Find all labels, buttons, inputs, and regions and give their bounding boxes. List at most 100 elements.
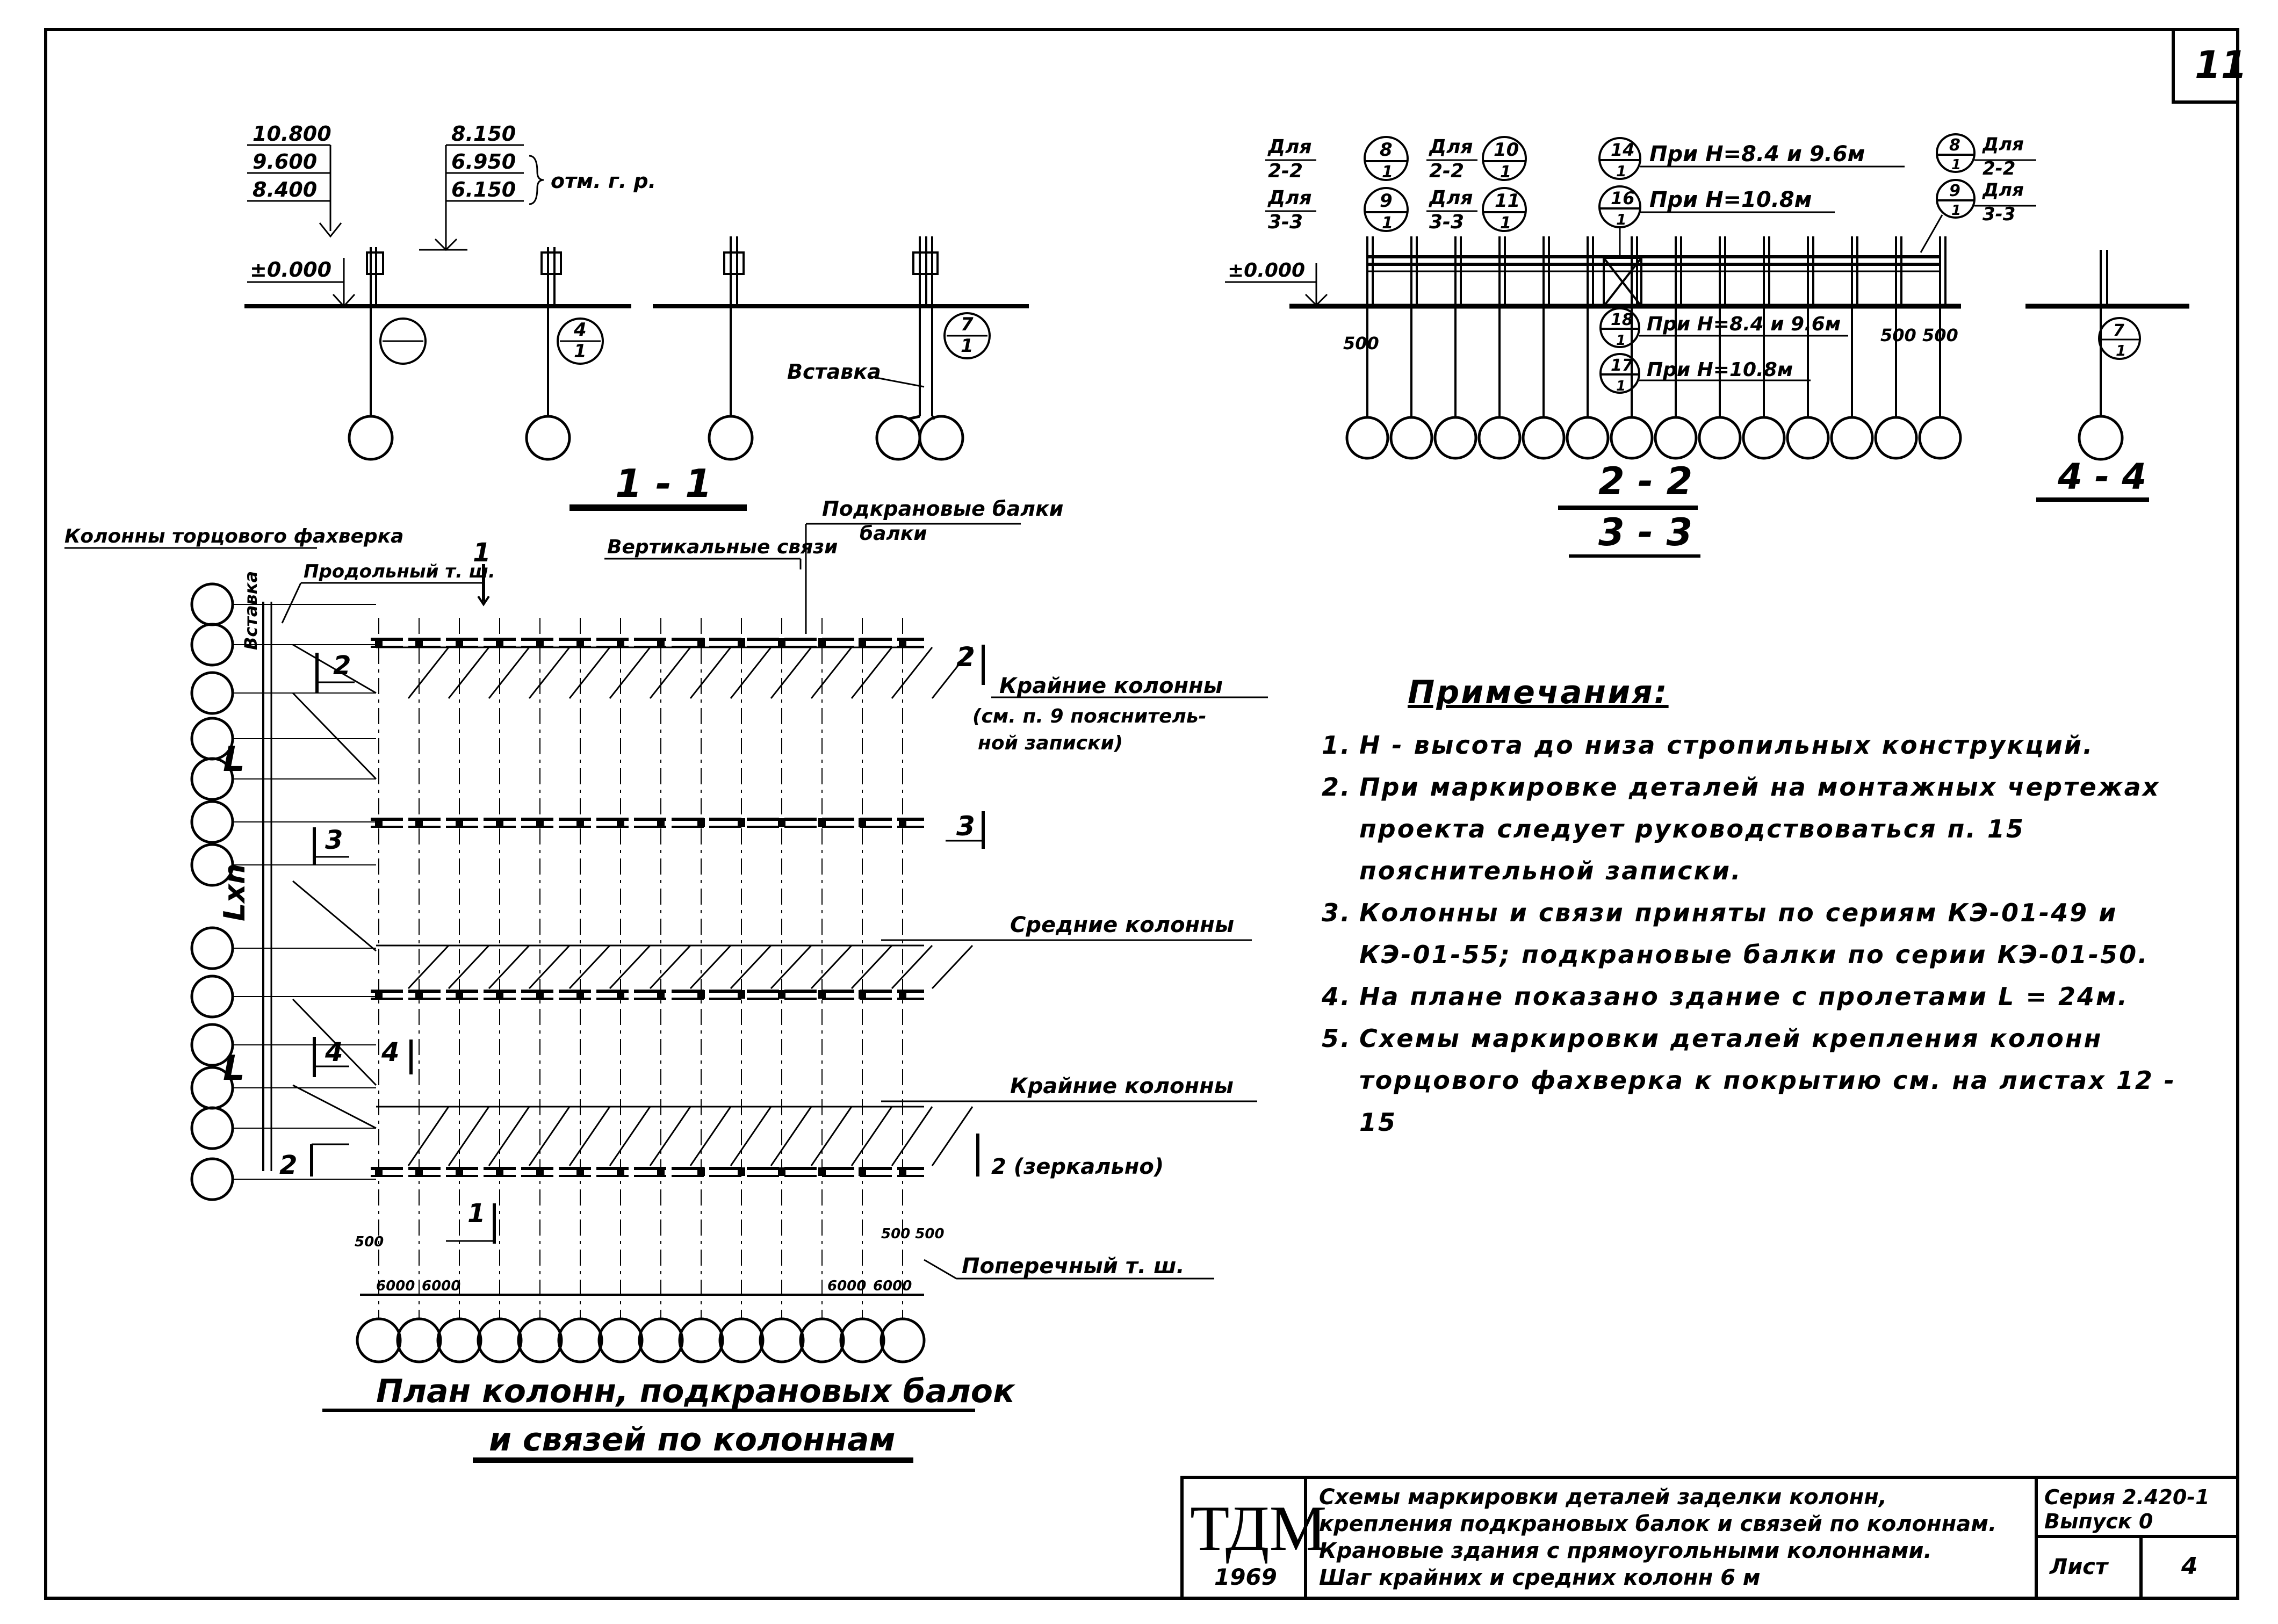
plan-left-axis-circle [190,1106,234,1150]
callout-16-bottom: 1 [1616,211,1626,228]
for-label-3: Для [1267,187,1312,209]
dim-500-left-s22: 500 [1343,333,1379,353]
plan-dim-500-left: 500 [355,1234,384,1250]
title-desc-3: Крановые здания с прямоугольными колонна… [1319,1539,1932,1563]
s22-axis-circle [1918,416,1962,460]
rbubble-8-label1: Для [1982,134,2024,155]
brace-diagonal [649,647,691,699]
plan-title-1: План колонн, подкрановых балок [376,1373,1015,1410]
bubble-4-4-bottom: 1 [2116,342,2126,359]
brace-diagonal [407,944,450,990]
plan-label-extreme-2: Крайние колонны [1010,1074,1234,1099]
note-3: 3.Колонны и связи приняты по сериям КЭ-0… [1311,892,2181,976]
s22-axis-circle [1566,416,1610,460]
brace-diagonal [407,1106,450,1166]
plan-axis-circle [557,1317,603,1363]
fachwerk-diagonal [292,998,377,1086]
note-2-num: 2. [1322,773,1352,802]
plan-sec-mark-1: 1 [473,538,491,568]
title-desc-1: Схемы маркировки деталей заделки колонн, [1319,1485,1887,1510]
zero-level-1: ±0.000 [250,258,331,282]
brace-diagonal [891,944,933,990]
title-block [1180,1476,2239,1600]
note-5-num: 5. [1322,1024,1352,1053]
plan-left-axis-circle [190,800,234,844]
bubble-1-1-b: 4 1 [557,317,604,365]
plan-sec-mark-left-3: 3 [325,825,343,855]
plan-left-axis-circle [190,717,234,761]
brace-diagonal [528,944,571,990]
callout-14-bottom: 1 [1616,162,1626,180]
section-1-1-title: 1 - 1 [615,461,712,506]
rbubble-9-bottom: 1 [1951,203,1961,219]
plan-axis-circle [356,1317,402,1363]
bubble-b-top: 4 [573,319,587,341]
dim-500-right-s22: 500 500 [1880,325,1958,345]
rbubble-8-top: 8 [1949,136,1960,155]
callout-16-top: 16 [1611,188,1635,208]
plan-left-axis-circle [190,582,234,626]
plan-dim-6000-1: 6000 [376,1278,415,1294]
brace-diagonal [568,1106,611,1166]
plan-axis-circle [839,1317,885,1363]
s22-axis-circle [1830,416,1874,460]
plan-sec-mark-left-4: 4 [325,1037,343,1067]
plan-label-end-columns: Колонны торцового фахверка [64,525,403,547]
brace-diagonal [730,944,772,990]
plan: Колонны торцового фахверка Продольный т.… [64,497,1268,1463]
plan-sec-mark-left-2: 2 [333,651,351,681]
plan-label-crane-beams-2: балки [860,523,927,545]
plan-left-axis-circle [190,671,234,715]
zero-level-2: ±0.000 [1228,259,1305,282]
callout-14-top: 14 [1611,140,1635,160]
brace-diagonal [488,1106,530,1166]
plan-label-extreme-note-1: (см. п. 9 пояснитель- [972,705,1207,727]
bubble-8-bottom: 1 [1382,163,1393,182]
plan-axis-circle [638,1317,684,1363]
note-1-num: 1. [1322,731,1352,760]
note-3-num: 3. [1322,898,1352,927]
brace-diagonal [609,647,651,699]
for-label-1: Для [1267,136,1312,158]
sheet-number-box [2172,30,2238,104]
plan-dim-6000-2: 6000 [422,1278,460,1294]
brace-diagonal [689,944,732,990]
brace-diagonal [931,944,974,990]
brace-diagonal [931,1106,974,1166]
brace-diagonal [770,1106,812,1166]
elev-right-3: 6.150 [451,178,516,201]
rbubble-8-label2: 2-2 [1983,158,2015,179]
brace-diagonal [810,647,853,699]
plan-label-middle: Средние колонны [1010,913,1234,937]
brace-diagonal [448,1106,490,1166]
rbubble-9-label2: 3-3 [1983,204,2015,225]
title-desc-2: крепления подкрановых балок и связей по … [1319,1512,1996,1536]
section-2-2: Для 2-2 Для 3-3 Для 2-2 Для 3-3 8 1 9 1 … [1225,133,2036,558]
rbubble-8-bottom: 1 [1951,157,1961,173]
brace-diagonal [689,1106,732,1166]
section-2-2-title: 2 - 2 [1598,459,1692,503]
elev-left-1: 10.800 [253,122,331,146]
s22-axis-circle [1522,416,1566,460]
plan-label-crane-beams: Подкрановые балки [822,497,1063,521]
title-issue: Выпуск 0 [2044,1510,2153,1533]
note-4-num: 4. [1322,982,1352,1011]
plan-left-axis-circle [190,623,234,667]
plan-label-vertical-braces: Вертикальные связи [607,536,838,558]
fachwerk-diagonal [292,692,377,780]
title-logo: ТДМ [1190,1492,1327,1564]
plan-dim-Lxn: Lхn [218,863,251,921]
callout-17-bottom: 1 [1616,378,1626,394]
brace-diagonal [850,647,893,699]
brace-diagonal [568,647,611,699]
plan-axis-circle [880,1317,926,1363]
callout-17-text: При H=10.8м [1647,359,1793,381]
bubble-c-top: 7 [961,314,974,335]
brace-diagonal [528,1106,571,1166]
s22-axis-circle [1389,416,1433,460]
plan-dim-6000-3: 6000 [827,1278,866,1294]
plan-sec-mark-3: 3 [956,811,975,842]
brace-diagonal [770,647,812,699]
s22-axis-circle [1874,416,1918,460]
